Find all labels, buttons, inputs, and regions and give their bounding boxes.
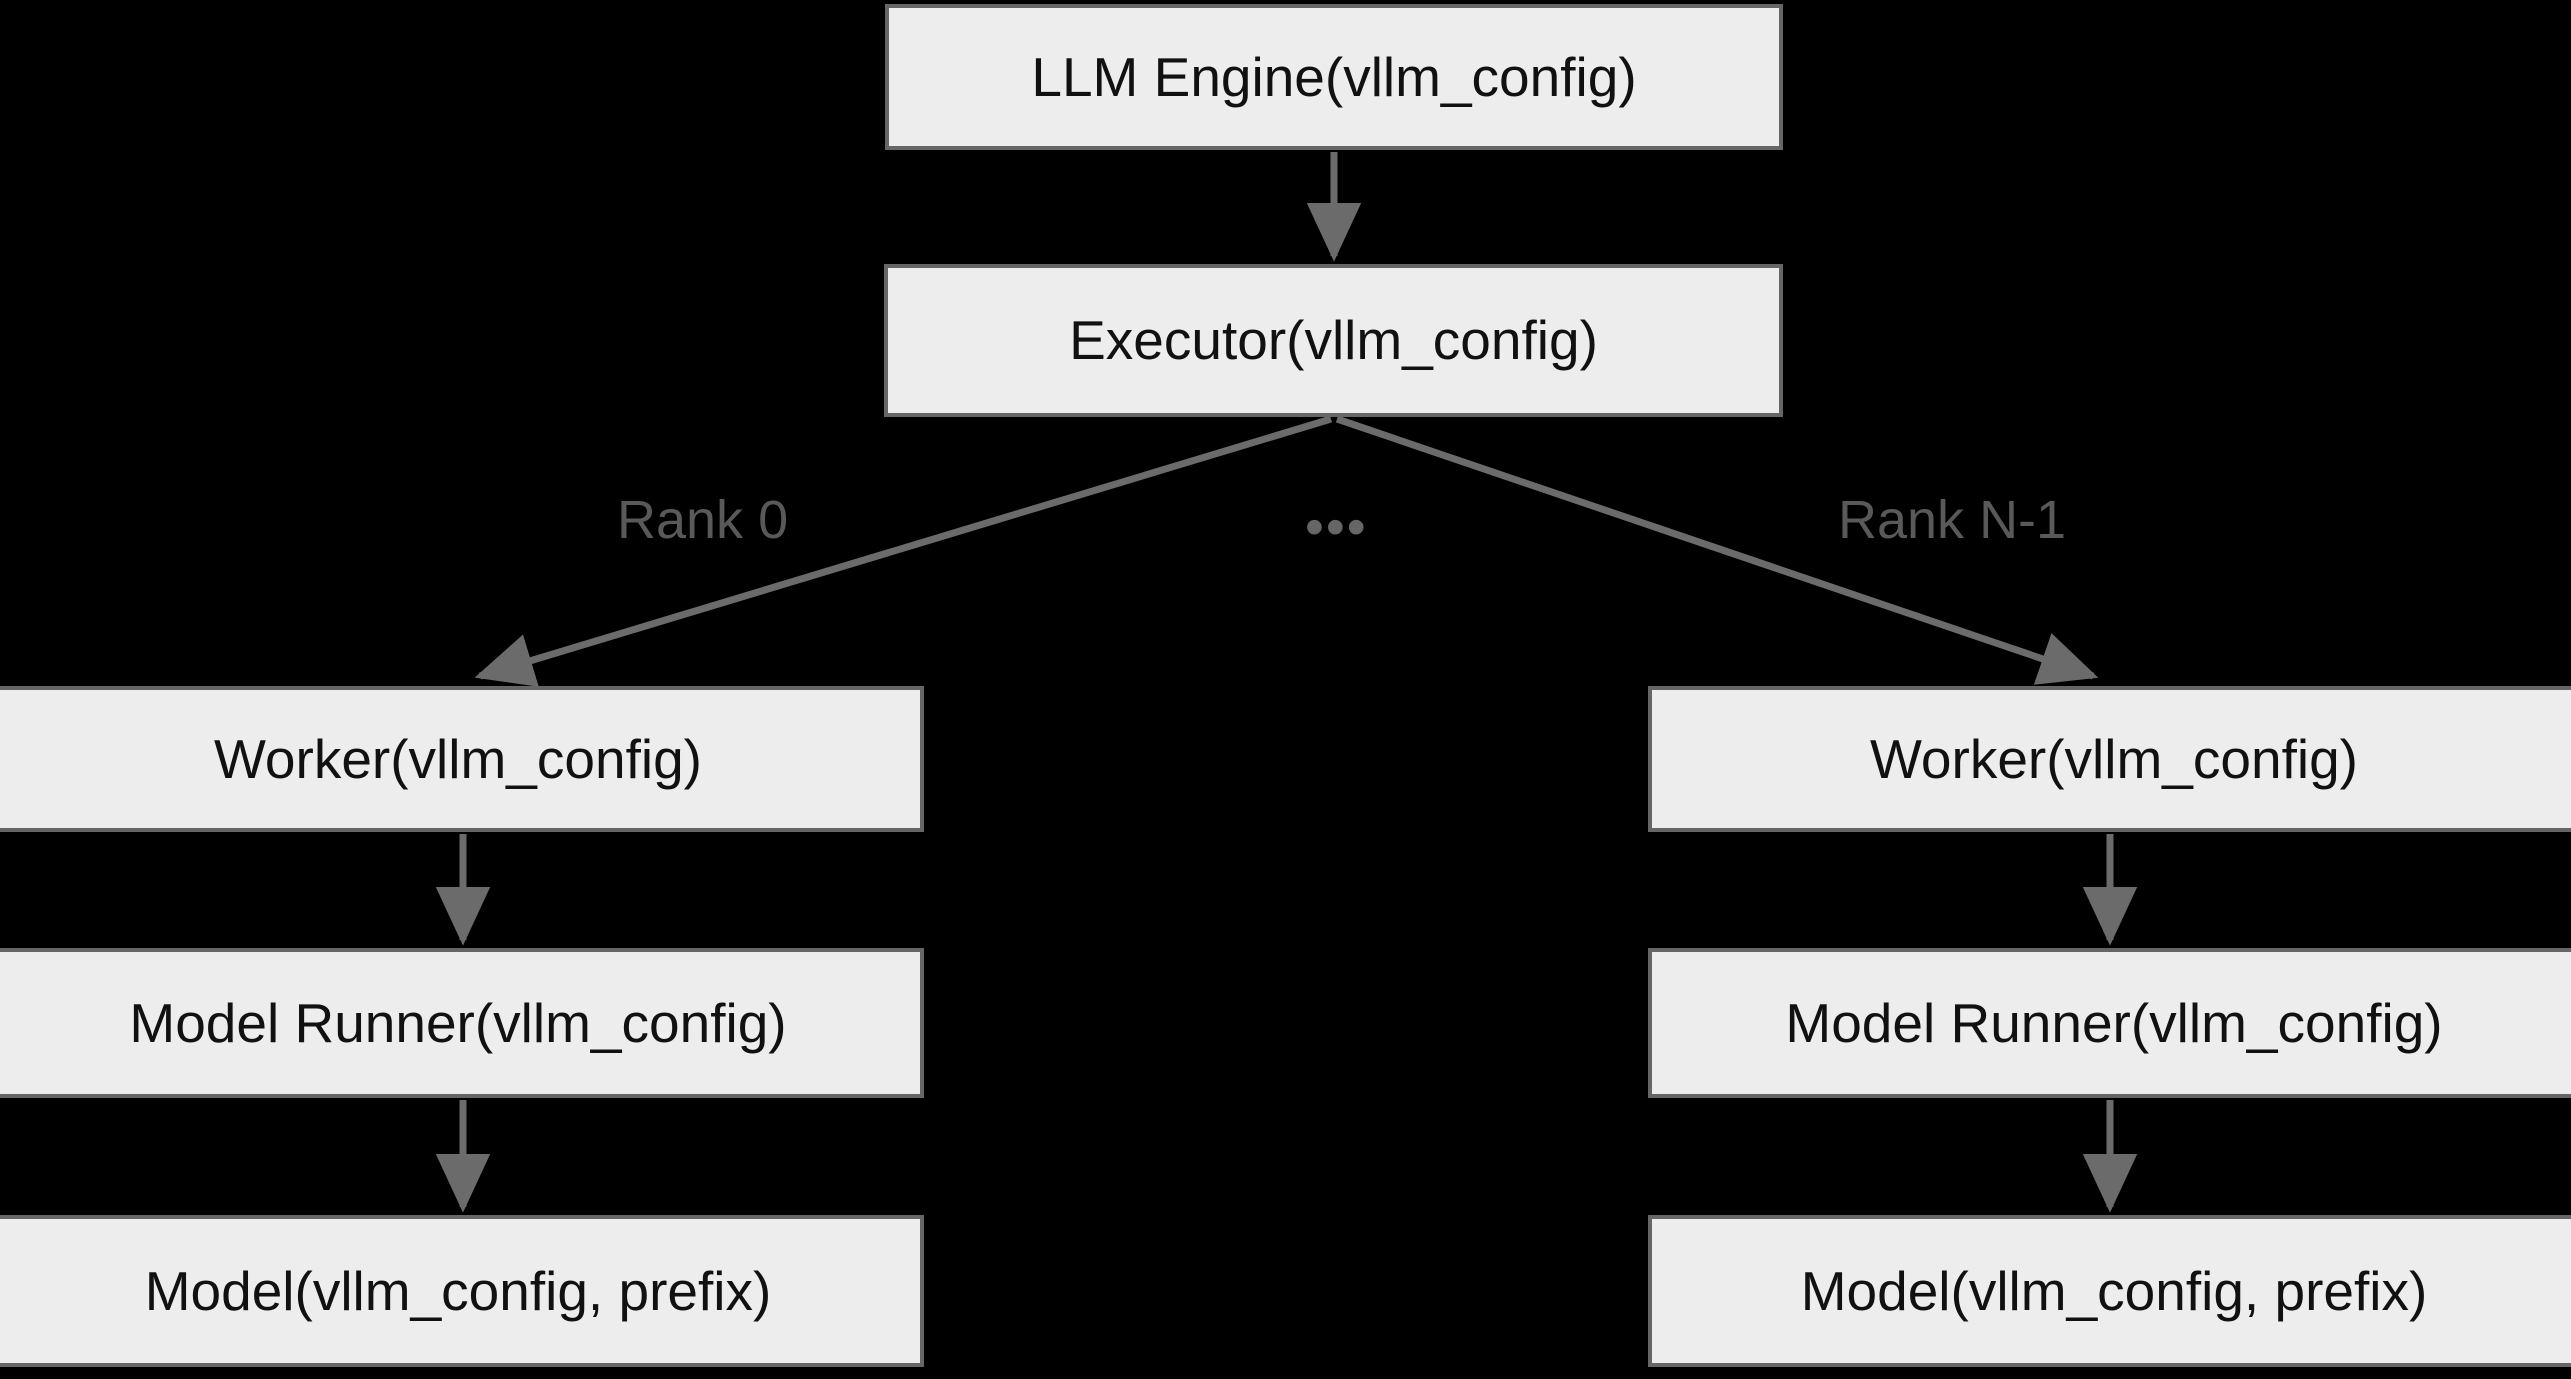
node-model-rank0-label: Model(vllm_config, prefix) <box>144 1259 772 1322</box>
node-worker-rankn: Worker(vllm_config) <box>1648 686 2571 832</box>
node-worker-rankn-label: Worker(vllm_config) <box>1870 727 2358 790</box>
node-model-runner-rankn: Model Runner(vllm_config) <box>1648 948 2571 1098</box>
node-executor-label: Executor(vllm_config) <box>1069 309 1598 372</box>
node-worker-rank0-label: Worker(vllm_config) <box>214 727 702 790</box>
node-model-rank0: Model(vllm_config, prefix) <box>0 1215 924 1367</box>
node-executor: Executor(vllm_config) <box>884 264 1783 417</box>
node-model-runner-rank0-label: Model Runner(vllm_config) <box>129 991 787 1054</box>
node-model-rankn: Model(vllm_config, prefix) <box>1648 1215 2571 1367</box>
node-model-runner-rank0: Model Runner(vllm_config) <box>0 948 924 1098</box>
node-llm-engine: LLM Engine(vllm_config) <box>885 4 1783 150</box>
node-llm-engine-label: LLM Engine(vllm_config) <box>1031 45 1637 108</box>
node-model-runner-rankn-label: Model Runner(vllm_config) <box>1785 991 2443 1054</box>
edge-executor-to-worker-rank0 <box>474 415 1333 687</box>
edge-label-rank-n-minus-1: Rank N-1 <box>1838 490 2067 550</box>
edge-label-ellipsis: ••• <box>1305 497 1368 557</box>
node-model-rankn-label: Model(vllm_config, prefix) <box>1800 1259 2428 1322</box>
edge-label-rank-0: Rank 0 <box>617 490 789 550</box>
node-worker-rank0: Worker(vllm_config) <box>0 686 924 832</box>
